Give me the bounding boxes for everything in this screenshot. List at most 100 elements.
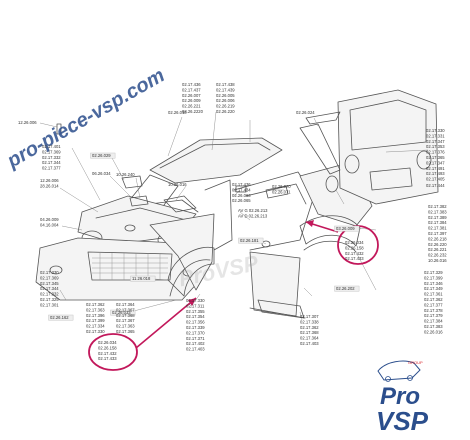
part-number: 02.17.349 — [424, 286, 443, 291]
part-number: 02.26.005 — [216, 93, 235, 98]
wiper-bracket — [163, 195, 197, 213]
part-number: 02.17.370 — [186, 330, 205, 335]
part-number: 02.17.364 — [116, 302, 135, 307]
part-number: 02.17.356 — [186, 320, 205, 325]
rear-fuel-cap — [325, 175, 339, 193]
part-number: 12.26.006 — [40, 178, 59, 183]
part-number: 02.17.381 — [428, 226, 447, 231]
part-labels: 12.26.00602.17.40102.17.36902.17.33202.1… — [18, 82, 447, 361]
door-strip — [299, 123, 341, 175]
part-number: 12.26.006 — [18, 120, 37, 125]
front-wheel-arch — [167, 246, 215, 297]
part-number: 02.17.402 — [186, 341, 205, 346]
part-number: 02.26.221 — [182, 104, 201, 109]
part-number: 02.17.330 — [86, 329, 105, 334]
part-number: 02.17.307 — [300, 314, 319, 319]
car-drawing — [35, 89, 439, 319]
part-number: 02.17.433 — [98, 356, 117, 361]
side-sill — [249, 307, 306, 319]
highlight-arrow-bottom — [135, 297, 197, 349]
part-number: 02.17.377 — [42, 166, 61, 171]
label-group-g-26018: 11.26.018 — [130, 275, 156, 282]
part-number: 02.17.346 — [424, 281, 443, 286]
part-number: 02.17.436 — [182, 82, 201, 87]
part-number: 02.17.384 — [424, 319, 443, 324]
highlight-markers — [88, 220, 379, 371]
part-number: 02.17.376 — [426, 150, 445, 155]
part-number: 02.17.405 — [426, 177, 445, 182]
part-number: 02.26.158 — [345, 245, 364, 250]
rear-spoiler — [305, 111, 341, 125]
part-number: 04.26.009 — [40, 217, 59, 222]
part-number: 02.17.365 — [426, 155, 445, 160]
part-number: AV D 02.26.213 — [238, 213, 268, 218]
part-number: 02.17.339 — [186, 325, 205, 330]
provsp-logo: GROUP Pro VSP — [376, 360, 429, 436]
part-number: 02.26.024 — [296, 110, 315, 115]
part-number: 02.26.007 — [182, 93, 201, 98]
part-number: 02.17.344 — [40, 286, 59, 291]
part-number: 02.26.219 — [216, 104, 235, 109]
part-number: 02.17.368 — [116, 313, 135, 318]
part-number: 03.26.009 — [336, 226, 355, 231]
part-number: 02.17.396 — [86, 313, 105, 318]
part-number: 28.26.014 — [40, 183, 59, 188]
logo-group-text: GROUP — [408, 360, 423, 365]
part-number: 02.17.311 — [186, 303, 205, 308]
label-group-g-26162: 02.26.162 — [48, 314, 74, 321]
part-number: 02.26.033 — [112, 310, 131, 315]
part-number: 02.17.331 — [426, 133, 445, 138]
part-number: 02.26.181 — [240, 238, 259, 243]
part-number: 02.26.009 — [182, 98, 201, 103]
label-group-g-2664: 06.26.034 — [92, 171, 111, 176]
part-number: 02.26.071 — [272, 189, 291, 194]
label-group-g-front-low: 02.17.33002.17.36902.17.34502.17.34402.1… — [40, 270, 59, 307]
front-grille — [87, 251, 173, 281]
part-number: 02.17.399 — [424, 275, 443, 280]
label-group-g-bottom-b: 02.17.36402.17.36702.17.36802.17.36702.1… — [116, 302, 135, 334]
part-number: 02.26.221 — [428, 247, 447, 252]
washer-nozzle — [56, 123, 62, 135]
part-number: 02.26.162 — [50, 315, 69, 320]
label-group-g-26202: 02.26.202 — [334, 285, 360, 292]
part-number: 02.17.347 — [426, 139, 445, 144]
part-number: 02.17.382 — [428, 204, 447, 209]
part-number: 06.26.034 — [92, 171, 111, 176]
part-number: 02.26.034 — [345, 240, 364, 245]
part-number: 02.17.362 — [300, 325, 319, 330]
part-number: 02.17.362 — [424, 297, 443, 302]
part-number: 02.17.347 — [426, 160, 445, 165]
part-number: 02.17.367 — [116, 307, 135, 312]
label-group-g-26024: 02.26.024 — [296, 110, 315, 115]
part-number: 02.26.010 — [168, 110, 187, 115]
part-number: 02.26.202 — [336, 286, 355, 291]
part-number: 02.17.345 — [40, 281, 59, 286]
part-number: 02.17.364 — [300, 336, 319, 341]
part-number: 02.26.065 — [232, 198, 251, 203]
part-number: 02.26.220 — [428, 242, 447, 247]
part-number: 02.26.063 — [232, 193, 251, 198]
part-number: 02.17.367 — [116, 318, 135, 323]
part-number: AV G 02.26.213 — [238, 208, 268, 213]
label-group-g-rear-red: 02.17.444 — [426, 183, 445, 188]
label-group-g-26240: 10.26.240 — [116, 172, 135, 177]
label-group-g-rear-door: 02.17.33002.17.33102.17.34702.17.35302.1… — [426, 128, 445, 182]
part-number: 02.17.377 — [424, 302, 443, 307]
label-group-g-26181: 02.26.181 — [238, 237, 264, 244]
part-number: 02.26.158 — [98, 345, 117, 350]
part-number: 02.17.438 — [216, 82, 235, 87]
part-number: 04.16.004 — [40, 222, 59, 227]
part-number: 02.17.361 — [424, 292, 443, 297]
part-number: 02.17.379 — [424, 313, 443, 318]
part-number: 02.17.434 — [232, 187, 251, 192]
part-number: 02.26.006 — [216, 98, 235, 103]
part-number: 02.17.363 — [86, 307, 105, 312]
part-number: 02.17.301 — [40, 302, 59, 307]
logo-line2: VSP — [376, 406, 429, 436]
part-number: 02.17.355 — [186, 309, 205, 314]
